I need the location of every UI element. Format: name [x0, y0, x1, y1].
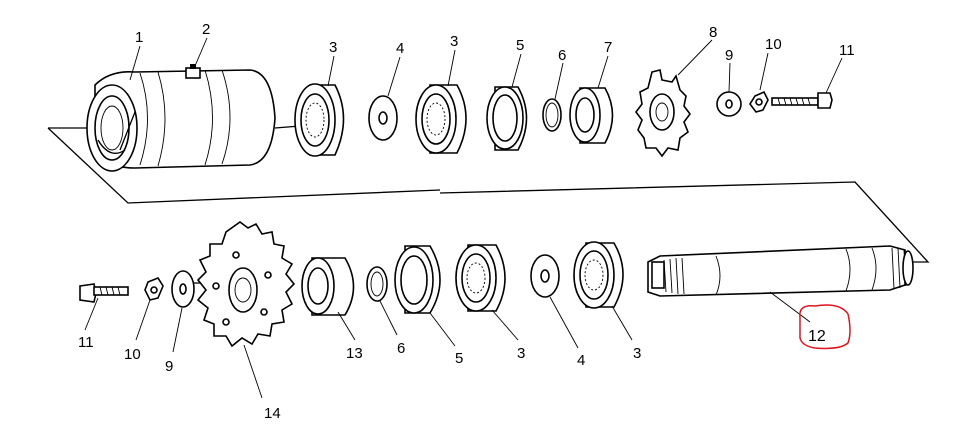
lockwasher-top	[749, 90, 769, 113]
callout-12-shaft: 12	[769, 291, 851, 350]
bolt-top	[771, 92, 833, 109]
callout-8-top: 8	[677, 24, 717, 76]
callout-11-top: 11	[825, 42, 855, 94]
callout-4-bottom: 4	[549, 296, 585, 369]
callout-3-top-b: 3	[447, 33, 458, 87]
sprocket-top	[635, 69, 691, 158]
callout-9-top: 9	[725, 47, 733, 93]
callout-6-bottom: 6	[379, 300, 405, 357]
callout-3-top-a: 3	[327, 39, 337, 87]
label-12: 12	[808, 328, 826, 345]
label-6: 6	[558, 47, 566, 64]
spacer-bottom	[301, 257, 355, 316]
callout-11-bottom: 11	[78, 297, 99, 351]
washer-bottom	[171, 270, 195, 308]
label-4b: 4	[577, 352, 585, 369]
label-14: 14	[264, 405, 281, 422]
spacer-top	[569, 87, 614, 144]
label-10: 10	[765, 36, 782, 53]
bearing-bottom-b	[573, 241, 624, 309]
shaft	[647, 245, 914, 297]
callout-10-bottom: 10	[124, 299, 151, 363]
lockwasher-bottom	[144, 277, 164, 301]
bearing-top-a	[294, 83, 345, 157]
label-5: 5	[516, 37, 524, 54]
label-10b: 10	[124, 346, 141, 363]
label-7: 7	[604, 39, 612, 56]
callout-1: 1	[129, 29, 143, 81]
label-3: 3	[329, 39, 337, 56]
label-9b: 9	[165, 358, 173, 375]
washer-top	[368, 95, 398, 141]
label-1: 1	[135, 29, 143, 46]
callout-2: 2	[194, 21, 210, 67]
snapring-top	[542, 98, 562, 132]
label-11b: 11	[78, 334, 94, 351]
callout-13-bottom: 13	[337, 311, 363, 362]
callout-5-bottom: 5	[429, 312, 463, 367]
seal-bottom	[394, 245, 441, 314]
bearing-top-b	[415, 84, 467, 154]
snapring-bottom	[366, 266, 388, 302]
label-4: 4	[396, 40, 404, 57]
callout-7-top: 7	[597, 39, 612, 89]
bearing-bottom-a	[455, 244, 506, 312]
bolt-bottom	[79, 283, 129, 303]
sprocket-bottom	[196, 221, 296, 348]
callout-9-bottom: 9	[165, 307, 183, 375]
seal-top	[486, 86, 528, 151]
callout-4-top: 4	[387, 40, 404, 97]
label-2: 2	[202, 21, 210, 38]
washer-bottom-b	[530, 254, 560, 298]
label-11: 11	[839, 42, 855, 59]
callout-3-bottom-b: 3	[611, 305, 641, 362]
label-6b: 6	[397, 340, 405, 357]
label-3b: 3	[450, 33, 458, 50]
callout-5-top: 5	[511, 37, 524, 88]
label-3d: 3	[633, 345, 641, 362]
label-9: 9	[725, 47, 733, 64]
highlight-circle	[799, 304, 851, 350]
callout-3-bottom-a: 3	[491, 309, 525, 362]
label-13: 13	[346, 345, 363, 362]
label-3c: 3	[517, 345, 525, 362]
callout-6-top: 6	[554, 47, 566, 100]
callout-14-bottom: 14	[243, 344, 281, 422]
washer-top-b	[716, 91, 742, 117]
housing-drum	[86, 64, 276, 172]
label-8: 8	[709, 24, 717, 41]
callout-10-top: 10	[759, 36, 782, 91]
label-5b: 5	[455, 350, 463, 367]
